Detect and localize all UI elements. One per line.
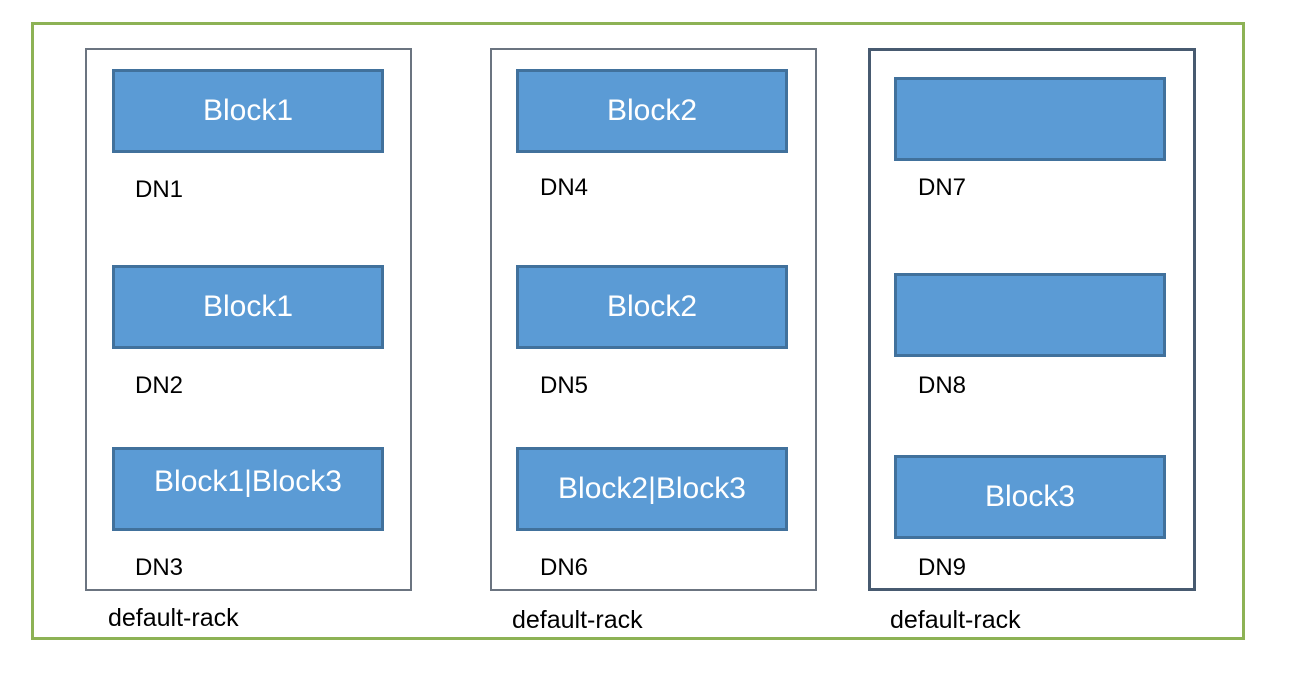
rack-2 [490,48,817,591]
block-dn4: Block2 [516,69,788,153]
block-dn3: Block1|Block3 [112,447,384,531]
node-label-dn1: DN1 [135,176,184,203]
node-label-dn8: DN8 [918,372,967,399]
node-label-dn9: DN9 [918,554,967,581]
block-dn5: Block2 [516,265,788,349]
rack-label-3: default-rack [890,606,1021,634]
block-dn2: Block1 [112,265,384,349]
rack-label-2: default-rack [512,606,643,634]
node-label-dn3: DN3 [135,554,184,581]
block-dn7 [894,77,1166,161]
rack-3 [868,48,1196,591]
node-label-dn4: DN4 [540,174,589,201]
node-label-dn2: DN2 [135,372,184,399]
node-label-dn7: DN7 [918,174,967,201]
block-dn1: Block1 [112,69,384,153]
rack-label-1: default-rack [108,604,239,632]
rack-1 [85,48,412,591]
block-dn9: Block3 [894,455,1166,539]
block-dn8 [894,273,1166,357]
cluster-frame [31,22,1245,640]
node-label-dn6: DN6 [540,554,589,581]
block-dn6: Block2|Block3 [516,447,788,531]
node-label-dn5: DN5 [540,372,589,399]
